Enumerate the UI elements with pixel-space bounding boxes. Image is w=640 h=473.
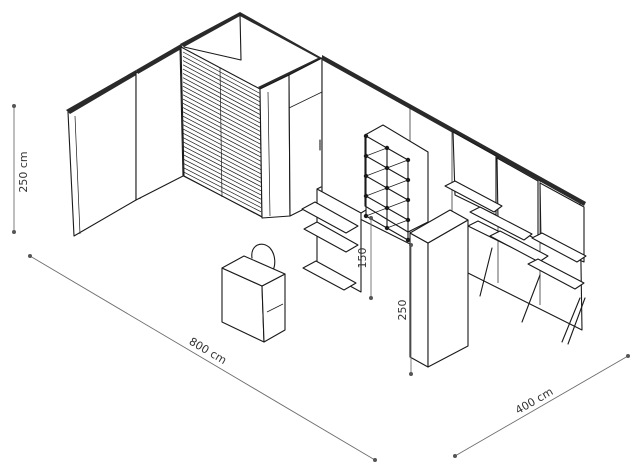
cube-edge — [386, 227, 409, 241]
cube-edge — [365, 135, 388, 149]
slat — [182, 60, 262, 103]
cube-edge — [365, 187, 388, 197]
slat — [182, 115, 262, 158]
cube-edge — [365, 167, 388, 177]
cube-shelf — [363, 124, 429, 243]
depth-label: 400 cm — [513, 385, 555, 417]
slat — [182, 77, 262, 120]
slat — [182, 55, 262, 99]
slat — [182, 81, 262, 124]
slat — [182, 64, 262, 107]
back-left-wall — [135, 44, 184, 201]
length-label: 800 cm — [187, 335, 229, 367]
slat — [182, 120, 262, 162]
cube-edge — [386, 219, 409, 229]
slat — [182, 150, 262, 192]
slat — [182, 73, 262, 116]
slat — [182, 124, 262, 166]
cube-edge — [386, 167, 409, 181]
tall-column — [409, 209, 469, 368]
dimension-lines — [12, 104, 630, 462]
cube-edge — [365, 155, 388, 169]
slat — [182, 98, 262, 141]
shelf-height-label: 150 — [356, 248, 369, 269]
cube-edge — [386, 187, 409, 201]
slat — [182, 132, 262, 175]
cube-edge — [386, 207, 409, 221]
slat — [182, 145, 262, 187]
slat — [182, 90, 262, 133]
slat — [182, 137, 262, 179]
display-shelf — [301, 186, 367, 293]
cube-edge — [365, 195, 388, 209]
slat — [182, 107, 262, 149]
storage-room — [180, 12, 323, 219]
slat — [182, 128, 262, 171]
slat — [182, 103, 262, 145]
slat — [182, 85, 262, 128]
cube-edge — [386, 179, 409, 189]
slat — [182, 68, 262, 112]
wall-shelves — [444, 180, 587, 345]
slat — [182, 94, 262, 137]
cube-edge — [386, 159, 409, 169]
cube-edge — [365, 175, 388, 189]
column-height-label: 250 — [396, 300, 409, 321]
cube-edge — [365, 207, 388, 217]
height-label: 250 cm — [17, 151, 30, 192]
cube-edge — [386, 147, 409, 161]
cube-node — [405, 237, 411, 243]
slat — [182, 51, 262, 95]
counter — [221, 255, 286, 343]
cube-edge — [386, 199, 409, 209]
cube-edge — [365, 147, 388, 157]
slat — [182, 141, 262, 183]
slat — [182, 111, 262, 154]
left-wall — [66, 70, 141, 237]
